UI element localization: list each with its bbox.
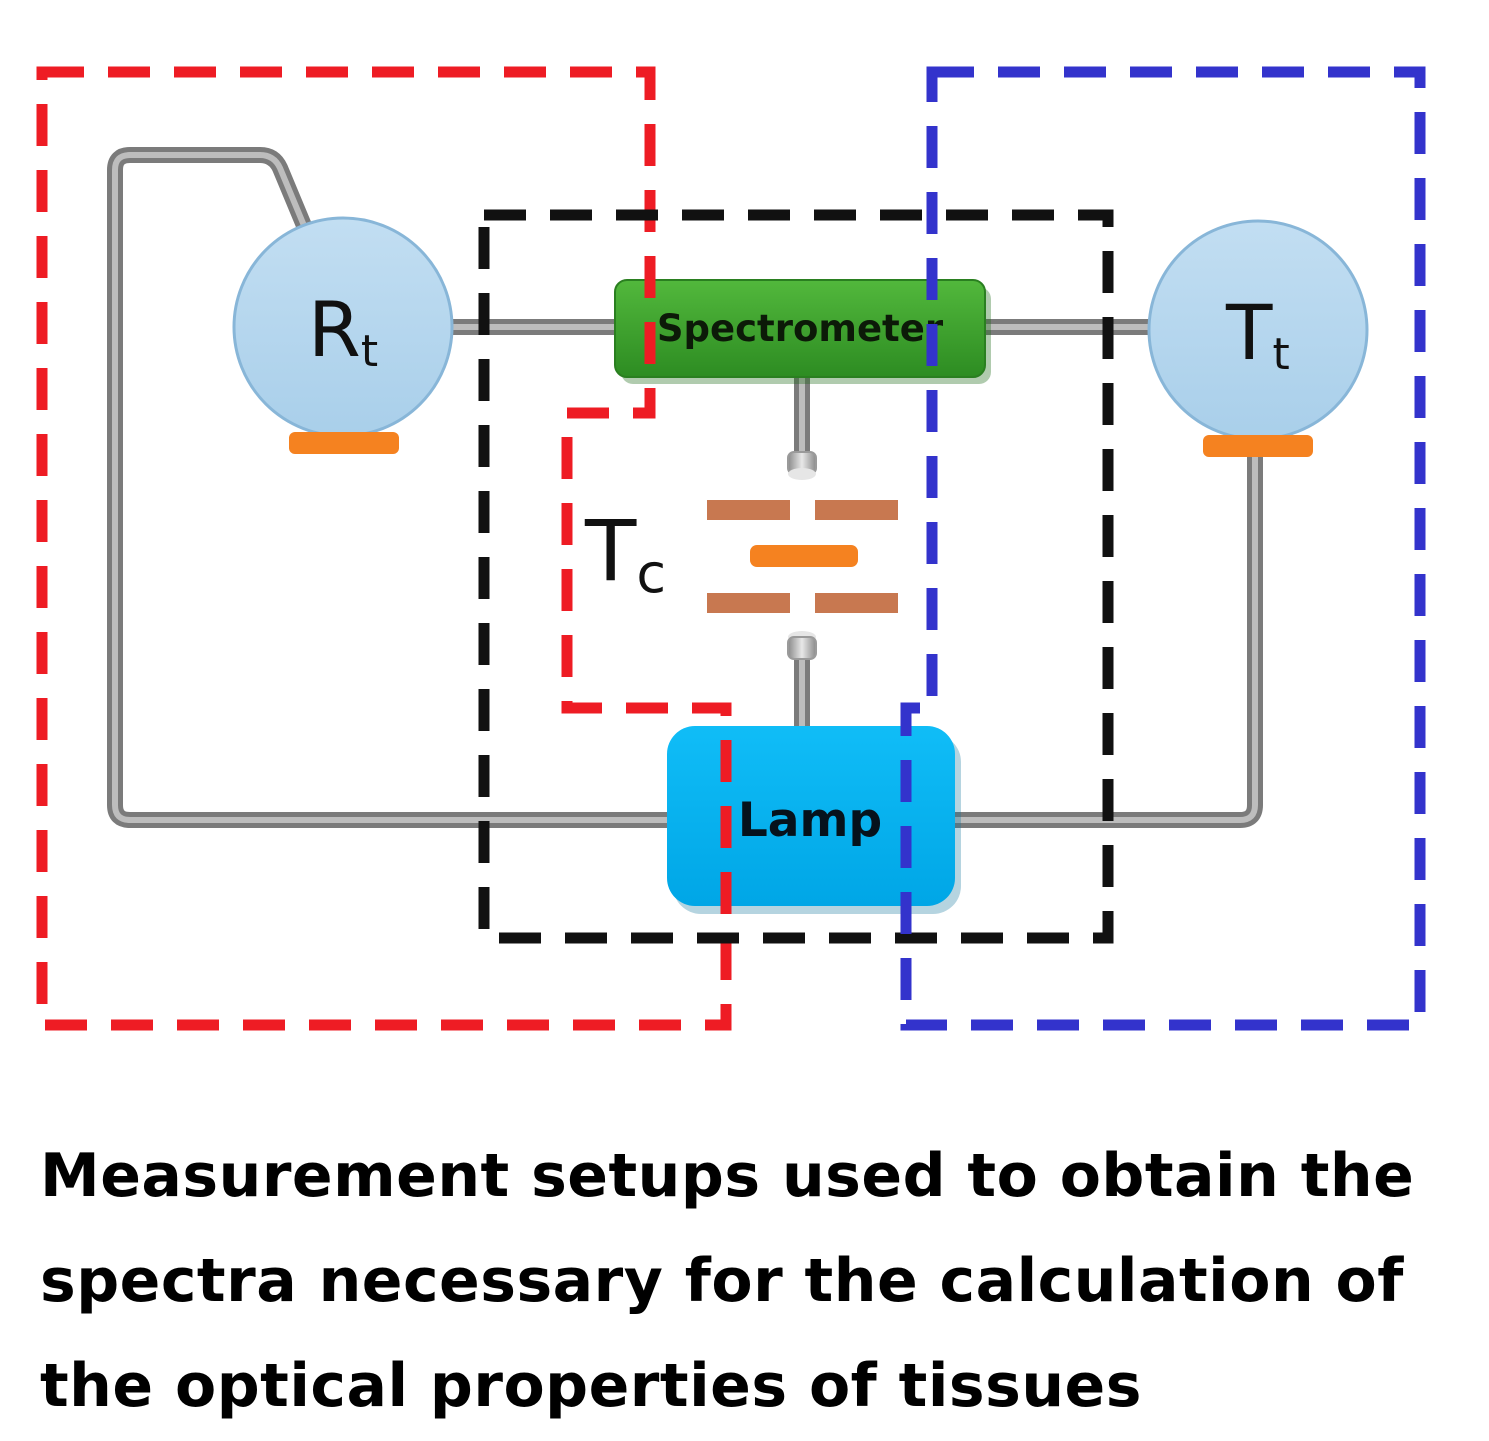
rt-subscript: t: [361, 326, 378, 377]
svg-text:Tt: Tt: [1225, 288, 1290, 380]
collimator-top-plug: [787, 451, 817, 480]
tc-subscript: c: [636, 542, 666, 605]
tc-symbol-label: Tc: [584, 502, 666, 605]
slit-top-left: [707, 500, 790, 520]
caption-line-1: Measurement setups used to obtain the: [40, 1141, 1415, 1211]
slit-bottom-right: [815, 593, 898, 613]
caption-line-3: the optical properties of tissues: [40, 1351, 1142, 1421]
collimator-bottom-plug: [787, 631, 817, 660]
slit-top-right: [815, 500, 898, 520]
svg-text:Rt: Rt: [308, 285, 378, 377]
caption-line-2: spectra necessary for the calculation of: [40, 1246, 1404, 1316]
lamp: Lamp: [667, 726, 961, 914]
rt-integrating-sphere: Rt: [232, 216, 454, 454]
rt-symbol: R: [308, 285, 361, 374]
collimated-slits: [707, 500, 898, 613]
spectrometer: Spectrometer: [614, 279, 991, 384]
fiber-tt-to-lamp: [940, 455, 1263, 828]
sample-collimated: [750, 545, 858, 567]
measurement-setup-diagram: Rt Tt Spectrometer Lamp Tc: [36, 66, 1426, 1031]
optical-fibers: [107, 147, 1263, 828]
figure-caption: Measurement setups used to obtain the sp…: [40, 1124, 1460, 1439]
tt-symbol: T: [1225, 288, 1273, 377]
slit-bottom-left: [707, 593, 790, 613]
tc-symbol: T: [584, 502, 637, 600]
collimated-setup-boundary: [478, 209, 1114, 944]
tt-subscript: t: [1272, 329, 1289, 380]
spectrometer-label: Spectrometer: [657, 307, 944, 350]
tt-integrating-sphere: Tt: [1147, 219, 1369, 457]
transmittance-setup-boundary: [900, 66, 1426, 1031]
rt-sample: [289, 432, 399, 454]
lamp-label: Lamp: [738, 793, 882, 848]
reflectance-setup-boundary: [36, 66, 732, 1031]
tt-sample: [1203, 435, 1313, 457]
